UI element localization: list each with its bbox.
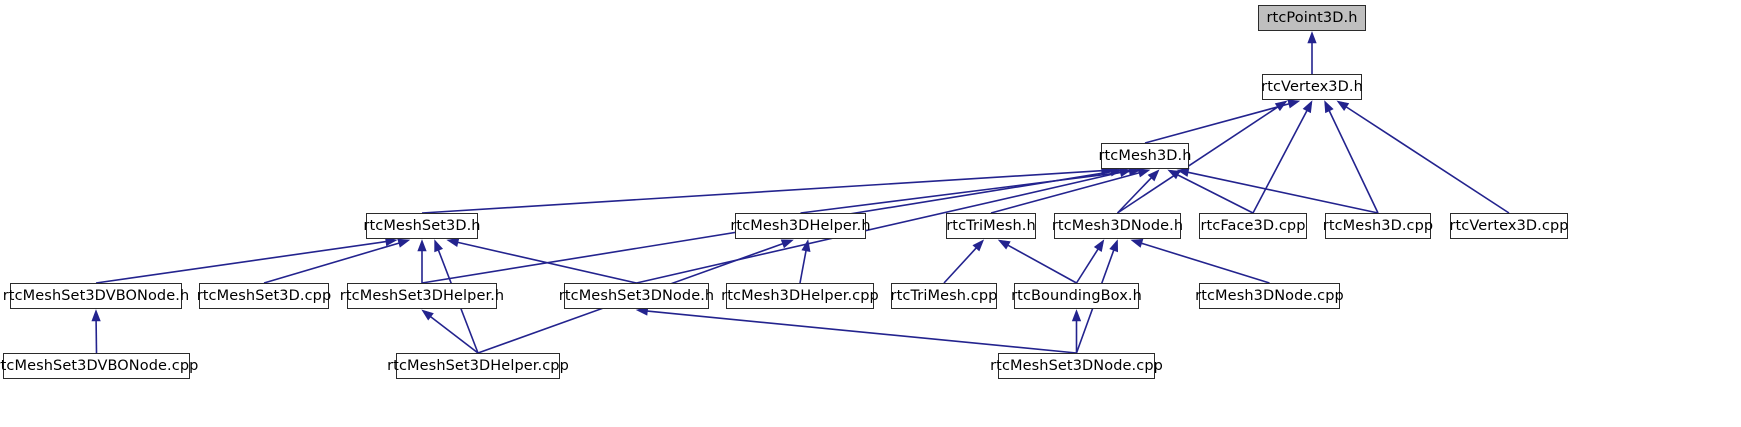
graph-node-label: rtcMesh3DNode.h (1051, 217, 1184, 234)
graph-node-label: rtcMesh3DHelper.h (730, 217, 871, 234)
graph-node-rtcmeshset3dvbonode-cpp[interactable]: rtcMeshSet3DVBONode.cpp (0, 353, 198, 379)
graph-node-rtcmeshset3dnode-cpp[interactable]: rtcMeshSet3DNode.cpp (990, 353, 1163, 379)
graph-node-rtcmesh3dnode-cpp[interactable]: rtcMesh3DNode.cpp (1195, 283, 1344, 309)
graph-node-rtcmeshset3dhelper-cpp[interactable]: rtcMeshSet3DHelper.cpp (387, 353, 569, 379)
graph-node-rtcmeshset3dnode-h[interactable]: rtcMeshSet3DNode.h (559, 283, 714, 309)
graph-node-label: rtcMeshSet3DVBONode.h (2, 287, 190, 304)
graph-node-rtcmeshset3d-cpp[interactable]: rtcMeshSet3D.cpp (197, 283, 331, 309)
graph-node-rtcface3d-cpp[interactable]: rtcFace3D.cpp (1199, 213, 1307, 239)
graph-node-rtcboundingbox-h[interactable]: rtcBoundingBox.h (1011, 283, 1142, 309)
graph-node-label: rtcVertex3D.h (1261, 78, 1363, 95)
graph-node-label: rtcTriMesh.h (946, 217, 1036, 234)
graph-node-rtcvertex3d-h[interactable]: rtcVertex3D.h (1261, 74, 1363, 100)
graph-node-rtcmesh3d-cpp[interactable]: rtcMesh3D.cpp (1323, 213, 1433, 239)
graph-node-label: rtcBoundingBox.h (1011, 287, 1142, 304)
graph-node-label: rtcFace3D.cpp (1200, 217, 1306, 234)
graph-node-label: rtcMesh3D.cpp (1322, 217, 1434, 234)
graph-node-label: rtcMeshSet3DNode.cpp (990, 357, 1163, 374)
graph-node-label: rtcTriMesh.cpp (890, 287, 998, 304)
graph-node-rtcmesh3dhelper-cpp[interactable]: rtcMesh3DHelper.cpp (721, 283, 879, 309)
graph-node-rtcmesh3dnode-h[interactable]: rtcMesh3DNode.h (1052, 213, 1183, 239)
graph-node-rtctrimesh-h[interactable]: rtcTriMesh.h (946, 213, 1036, 239)
graph-node-label: rtcMeshSet3D.h (363, 217, 481, 234)
graph-node-label: rtcMeshSet3DHelper.h (339, 287, 505, 304)
graph-node-rtcmeshset3d-h[interactable]: rtcMeshSet3D.h (363, 213, 481, 239)
graph-node-label: rtcMeshSet3D.cpp (196, 287, 332, 304)
graph-node-label: rtcVertex3D.cpp (1449, 217, 1569, 234)
graph-node-rtcmeshset3dhelper-h[interactable]: rtcMeshSet3DHelper.h (340, 283, 504, 309)
graph-node-label: rtcMesh3D.h (1098, 147, 1192, 164)
graph-node-label: rtcMeshSet3DVBONode.cpp (0, 357, 199, 374)
graph-node-label: rtcMesh3DHelper.cpp (721, 287, 879, 304)
graph-node-label: rtcPoint3D.h (1266, 9, 1358, 26)
graph-node-label: rtcMeshSet3DHelper.cpp (387, 357, 569, 374)
graph-node-rtcvertex3d-cpp[interactable]: rtcVertex3D.cpp (1449, 213, 1568, 239)
graph-node-label: rtcMeshSet3DNode.h (558, 287, 715, 304)
graph-node-label: rtcMesh3DNode.cpp (1195, 287, 1344, 304)
graph-node-rtcmesh3dhelper-h[interactable]: rtcMesh3DHelper.h (730, 213, 871, 239)
graph-node-rtctrimesh-cpp[interactable]: rtcTriMesh.cpp (891, 283, 997, 309)
graph-node-rtcmesh3d-h[interactable]: rtcMesh3D.h (1098, 143, 1191, 169)
graph-node-rtcpoint3d-h[interactable]: rtcPoint3D.h (1258, 5, 1366, 31)
graph-node-rtcmeshset3dvbonode-h[interactable]: rtcMeshSet3DVBONode.h (3, 283, 189, 309)
